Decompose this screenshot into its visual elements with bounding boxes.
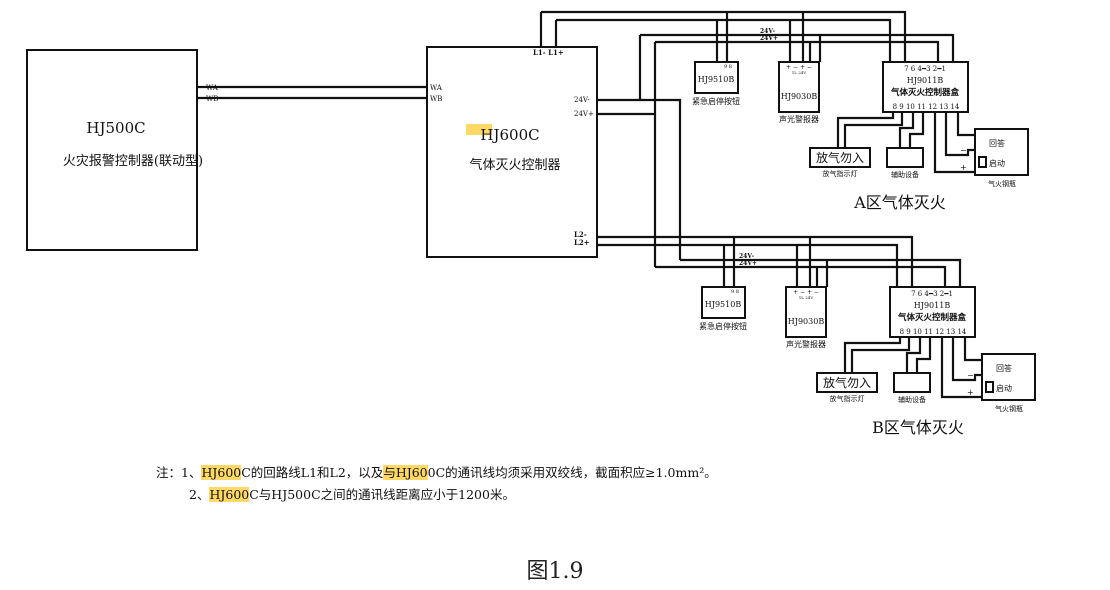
box-name: 气体灭火控制器盒	[890, 87, 960, 98]
aux-caption: 辅助设备	[891, 170, 919, 179]
estop-terminals: 9 8	[731, 289, 739, 295]
gas-lamp-caption: 放气指示灯	[823, 169, 858, 178]
aux-device	[886, 147, 924, 168]
box-top-terminals: 7 6 4━3 2━1	[911, 290, 953, 298]
wb-in-label: WB	[430, 95, 442, 103]
control-box	[882, 61, 969, 113]
hj500c-model: HJ500C	[86, 119, 145, 137]
alarm-box	[778, 61, 820, 113]
cylinder-caption: 气火钢瓶	[988, 179, 1016, 188]
v24p-label: 24V+	[574, 110, 594, 118]
plus-label: +	[967, 388, 974, 397]
start-label: 启动	[989, 158, 1005, 168]
estop-model: HJ9510B	[698, 75, 735, 84]
cylinder-caption: 气火钢瓶	[995, 404, 1023, 413]
start-label: 启动	[996, 383, 1012, 393]
note-prefix: 注：1、	[156, 465, 202, 480]
start-coil	[978, 156, 987, 168]
box-model: HJ9011B	[914, 301, 951, 310]
box-name: 气体灭火控制器盒	[897, 312, 967, 323]
box-bottom-terminals: 8 9 10 11 12 13 14	[893, 103, 960, 111]
box-top-terminals: 7 6 4━3 2━1	[904, 65, 946, 73]
zone-a: 9 8 HJ9510B 紧急启停按钮 + − + − 1L 24V HJ9030…	[541, 10, 1029, 212]
alarm-terminals: + − + −	[786, 64, 812, 71]
zone-title: A区气体灭火	[853, 193, 946, 212]
estop-caption: 紧急启停按钮	[692, 96, 740, 106]
alarm-model: HJ9030B	[788, 317, 825, 326]
alarm-box	[785, 286, 827, 338]
bus-24p-label: 24V+	[739, 260, 757, 267]
alarm-caption: 声光警报器	[786, 339, 826, 349]
minus-label: −	[960, 146, 967, 155]
alarm-model: HJ9030B	[781, 92, 818, 101]
note-highlight: 与HJ60	[383, 465, 428, 480]
note-prefix: 2、	[189, 487, 210, 502]
alarm-terminals: + − + −	[793, 289, 819, 296]
bus-24m-label: 24V-	[760, 28, 776, 35]
cylinder-box	[974, 128, 1029, 176]
note-1: 注：1、HJ600C的回路线L1和L2，以及与HJ600C的通讯线均须采用双绞线…	[156, 462, 717, 484]
note-highlight: HJ600	[201, 465, 242, 480]
gas-lamp-text: 放气勿入	[816, 150, 864, 165]
note-text: 0C的通讯线均须采用双绞线，截面积应≥1.0mm²。	[427, 465, 717, 480]
zone-title: B区气体灭火	[872, 418, 964, 437]
estop-box	[694, 61, 739, 94]
bus-24m-label: 24V-	[739, 253, 755, 260]
bus-24p-label: 24V+	[760, 35, 778, 42]
zone-a-wires	[541, 10, 975, 174]
estop-box	[701, 286, 746, 319]
start-coil	[985, 381, 994, 393]
note-text: C的回路线L1和L2，以及	[241, 465, 384, 480]
hj500c-box	[26, 49, 198, 251]
estop-model: HJ9510B	[705, 300, 742, 309]
hj600c-model: HJ600C	[480, 126, 539, 144]
v24m-label: 24V-	[574, 96, 590, 104]
l2p-label: L2+	[574, 238, 590, 247]
figure-caption: 图1.9	[526, 559, 584, 584]
reply-label: 回答	[989, 138, 1005, 148]
aux-device	[893, 372, 931, 393]
box-model: HJ9011B	[907, 76, 944, 85]
cylinder-box	[981, 353, 1036, 401]
estop-terminals: 9 8	[724, 64, 732, 70]
note-text: C与HJ500C之间的通讯线距离应小于1200米。	[249, 487, 515, 502]
note-2: 2、HJ600C与HJ500C之间的通讯线距离应小于1200米。	[156, 484, 717, 506]
note-highlight: HJ600	[209, 487, 250, 502]
alarm-sub: 1L 24V	[799, 295, 814, 300]
wa-in-label: WA	[430, 84, 443, 92]
zone-b-wires	[597, 235, 982, 399]
highlight	[466, 124, 492, 135]
alarm-sub: 1L 24V	[792, 70, 807, 75]
reply-label: 回答	[996, 363, 1012, 373]
aux-caption: 辅助设备	[898, 395, 926, 404]
hj500c-name: 火灾报警控制器(联动型)	[63, 153, 203, 169]
zone-b: 9 8 HJ9510B 紧急启停按钮 + − + − 1L 24V HJ9030…	[597, 235, 1036, 437]
l1-label: L1- L1+	[533, 48, 564, 57]
gas-lamp	[809, 147, 871, 168]
hj600c-box	[426, 46, 598, 258]
plus-label: +	[960, 163, 967, 172]
gas-lamp-caption: 放气指示灯	[830, 394, 865, 403]
minus-label: −	[967, 371, 974, 380]
box-bottom-terminals: 8 9 10 11 12 13 14	[900, 328, 967, 336]
gas-lamp	[816, 372, 878, 393]
l2m-label: L2-	[574, 230, 587, 239]
gas-lamp-text: 放气勿入	[823, 375, 871, 390]
estop-caption: 紧急启停按钮	[699, 321, 747, 331]
control-box	[889, 286, 976, 338]
trunk-wires	[539, 12, 682, 267]
hj600c-name: 气体灭火控制器	[469, 157, 560, 173]
notes: 注：1、HJ600C的回路线L1和L2，以及与HJ600C的通讯线均须采用双绞线…	[156, 462, 717, 506]
alarm-caption: 声光警报器	[779, 114, 819, 124]
